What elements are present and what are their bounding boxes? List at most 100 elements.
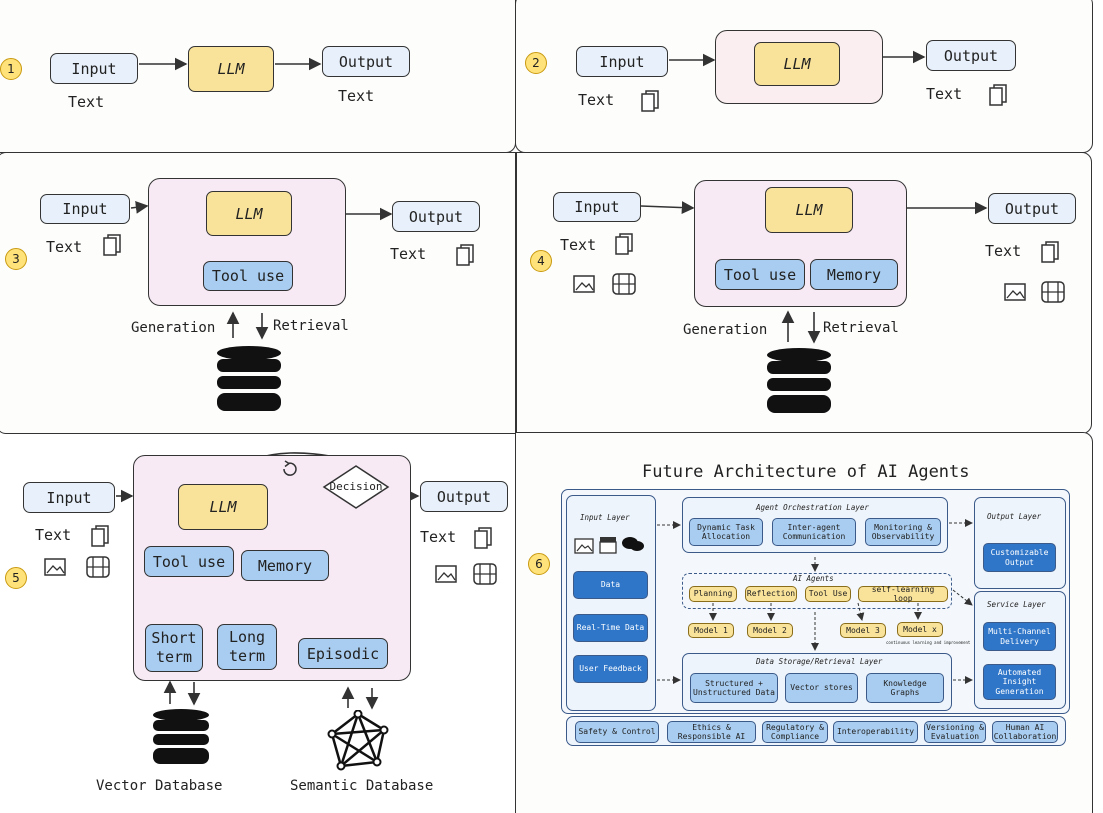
semantic-database-label: Semantic Database bbox=[290, 778, 434, 794]
step-number-6: 6 bbox=[528, 553, 550, 575]
input-text-label: Text bbox=[68, 93, 105, 111]
model-2-box: Model 2 bbox=[747, 623, 793, 638]
step-number-1: 1 bbox=[0, 58, 22, 80]
self-learning-loop-box: self-learning loop bbox=[858, 585, 948, 603]
input-layer-title: Input Layer bbox=[580, 513, 630, 522]
ethics-box: Ethics & Responsible AI bbox=[667, 721, 756, 743]
retrieval-label: Retrieval bbox=[823, 320, 899, 336]
architecture-title: Future Architecture of AI Agents bbox=[642, 462, 970, 482]
database-icon bbox=[766, 347, 832, 423]
input-box: Input bbox=[23, 482, 115, 513]
input-box: Input bbox=[576, 46, 668, 77]
dynamic-task-allocation-box: Dynamic Task Allocation bbox=[689, 518, 763, 546]
tool-use-box: Tool Use bbox=[805, 586, 851, 602]
output-text-label: Text bbox=[420, 528, 457, 546]
inter-agent-communication-box: Inter-agent Communication bbox=[772, 518, 856, 546]
versioning-box: Versioning & Evaluation bbox=[924, 721, 986, 743]
data-box: Data bbox=[573, 571, 648, 599]
interoperability-box: Interoperability bbox=[833, 721, 918, 743]
video-icon bbox=[1041, 281, 1065, 307]
input-text-label: Text bbox=[46, 238, 83, 256]
monitoring-observability-box: Monitoring & Observability bbox=[865, 518, 941, 546]
document-icon bbox=[455, 243, 475, 271]
output-box: Output bbox=[322, 46, 410, 77]
planning-box: Planning bbox=[689, 586, 737, 602]
model-3-box: Model 3 bbox=[840, 623, 886, 638]
safety-control-box: Safety & Control bbox=[575, 721, 659, 743]
reflection-box: Reflection bbox=[745, 586, 797, 602]
human-ai-box: Human AI Collaboration bbox=[992, 721, 1058, 743]
image-icon bbox=[1004, 283, 1026, 305]
memory-box: Memory bbox=[810, 259, 898, 290]
step-number-5: 5 bbox=[5, 567, 27, 589]
chat-icon bbox=[621, 536, 645, 558]
tool-use-box: Tool use bbox=[203, 261, 293, 291]
video-icon bbox=[612, 273, 636, 299]
input-box: Input bbox=[553, 192, 641, 222]
document-icon bbox=[473, 526, 493, 554]
output-text-label: Text bbox=[338, 87, 375, 105]
decision-label: Decision bbox=[329, 480, 383, 493]
document-icon bbox=[988, 83, 1008, 111]
memory-box: Memory bbox=[241, 550, 329, 581]
image-icon bbox=[574, 538, 594, 558]
vector-stores-box: Vector stores bbox=[785, 673, 858, 703]
llm-box: LLM bbox=[188, 46, 274, 92]
input-text-label: Text bbox=[560, 236, 597, 254]
automated-insight-box: Automated Insight Generation bbox=[983, 664, 1056, 700]
llm-box: LLM bbox=[206, 191, 292, 236]
output-box: Output bbox=[392, 201, 480, 232]
structured-data-box: Structured + Unstructured Data bbox=[690, 673, 778, 703]
database-icon bbox=[152, 708, 210, 774]
storage-layer-title: Data Storage/Retrieval Layer bbox=[756, 657, 883, 666]
multi-channel-delivery-box: Multi-Channel Delivery bbox=[983, 622, 1056, 651]
step-number-2: 2 bbox=[525, 52, 547, 74]
output-box: Output bbox=[988, 193, 1076, 224]
video-icon bbox=[86, 556, 110, 582]
database-icon bbox=[216, 345, 282, 421]
input-box: Input bbox=[50, 53, 138, 84]
episodic-box: Episodic bbox=[298, 638, 388, 669]
knowledge-graphs-box: Knowledge Graphs bbox=[866, 673, 944, 703]
tool-use-box: Tool use bbox=[144, 546, 234, 577]
short-term-line2: term bbox=[155, 648, 193, 666]
ai-agents-layer bbox=[682, 573, 952, 609]
document-icon bbox=[90, 524, 110, 552]
output-box: Output bbox=[926, 40, 1016, 71]
customizable-output-box: Customizable Output bbox=[983, 543, 1056, 572]
retrieval-label: Retrieval bbox=[273, 318, 349, 334]
model-x-box: Model x bbox=[897, 622, 943, 637]
image-icon bbox=[435, 565, 457, 587]
image-icon bbox=[44, 558, 66, 580]
output-layer-title: Output Layer bbox=[987, 512, 1042, 521]
image-icon bbox=[573, 275, 595, 297]
video-icon bbox=[473, 563, 497, 589]
document-icon bbox=[1040, 240, 1060, 268]
long-term-box: Long term bbox=[217, 624, 277, 670]
loop-icon bbox=[280, 460, 300, 482]
input-text-label: Text bbox=[578, 91, 615, 109]
regulatory-box: Regulatory & Compliance bbox=[762, 721, 828, 743]
input-box: Input bbox=[40, 194, 130, 224]
divider-3-4 bbox=[515, 153, 517, 432]
step-number-3: 3 bbox=[5, 248, 27, 270]
tool-use-box: Tool use bbox=[715, 259, 805, 290]
generation-label: Generation bbox=[683, 322, 768, 338]
llm-box: LLM bbox=[178, 484, 268, 530]
step-number-4: 4 bbox=[530, 250, 552, 272]
generation-label: Generation bbox=[131, 320, 216, 336]
long-term-line1: Long bbox=[228, 628, 266, 647]
decision-diamond bbox=[322, 464, 390, 514]
vector-database-label: Vector Database bbox=[96, 778, 223, 794]
model-1-box: Model 1 bbox=[688, 623, 734, 638]
knowledge-graph-icon bbox=[327, 709, 389, 776]
short-term-box: Short term bbox=[145, 624, 203, 672]
llm-box: LLM bbox=[754, 42, 840, 86]
output-text-label: Text bbox=[985, 242, 1022, 260]
document-icon bbox=[102, 233, 122, 261]
document-icon bbox=[640, 89, 660, 117]
output-box: Output bbox=[420, 481, 508, 512]
input-text-label: Text bbox=[35, 526, 72, 544]
orchestration-layer-title: Agent Orchestration Layer bbox=[756, 503, 869, 512]
llm-box: LLM bbox=[765, 187, 853, 233]
